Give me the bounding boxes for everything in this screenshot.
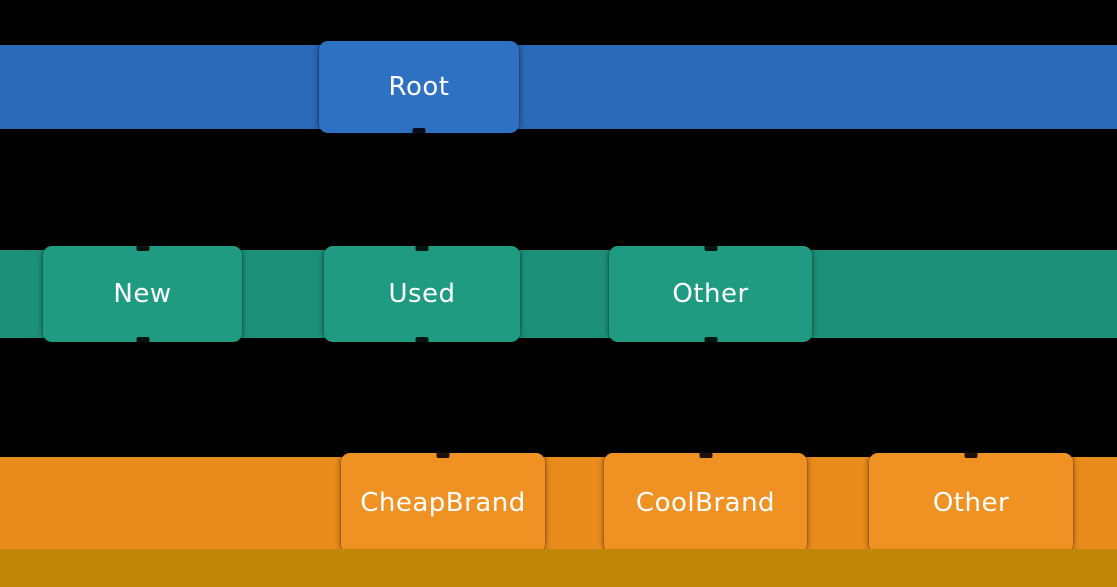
connector-notch-top — [436, 452, 450, 458]
node-label: Other — [932, 488, 1010, 518]
node-label: Other — [672, 279, 749, 309]
node-tile-used[interactable]: Used — [324, 245, 520, 343]
level-band-level-3-leaf-strip — [0, 549, 1117, 587]
node-tile-other[interactable]: Other — [869, 452, 1073, 553]
node-tile-new[interactable]: New — [43, 245, 242, 343]
node-label: New — [113, 279, 172, 309]
node-tile-coolbrand[interactable]: CoolBrand — [604, 452, 807, 553]
connector-notch-top — [136, 245, 149, 251]
node-label: CoolBrand — [635, 488, 776, 518]
node-tile-other[interactable]: Other — [609, 245, 812, 343]
node-label: Root — [388, 72, 450, 102]
node-tile-cheapbrand[interactable]: CheapBrand — [341, 452, 545, 553]
connector-notch-bottom — [412, 128, 426, 134]
level-band-level-0-root — [0, 45, 1117, 129]
node-label: CheapBrand — [360, 488, 526, 518]
connector-notch-top — [704, 245, 717, 251]
node-tile-root[interactable]: Root — [319, 41, 519, 134]
connector-notch-top — [964, 452, 978, 458]
connector-notch-bottom — [415, 337, 429, 343]
node-label: Used — [388, 279, 456, 309]
connector-notch-bottom — [704, 337, 717, 343]
connector-notch-top — [415, 245, 429, 251]
connector-notch-top — [699, 452, 712, 458]
connector-notch-bottom — [136, 337, 149, 343]
